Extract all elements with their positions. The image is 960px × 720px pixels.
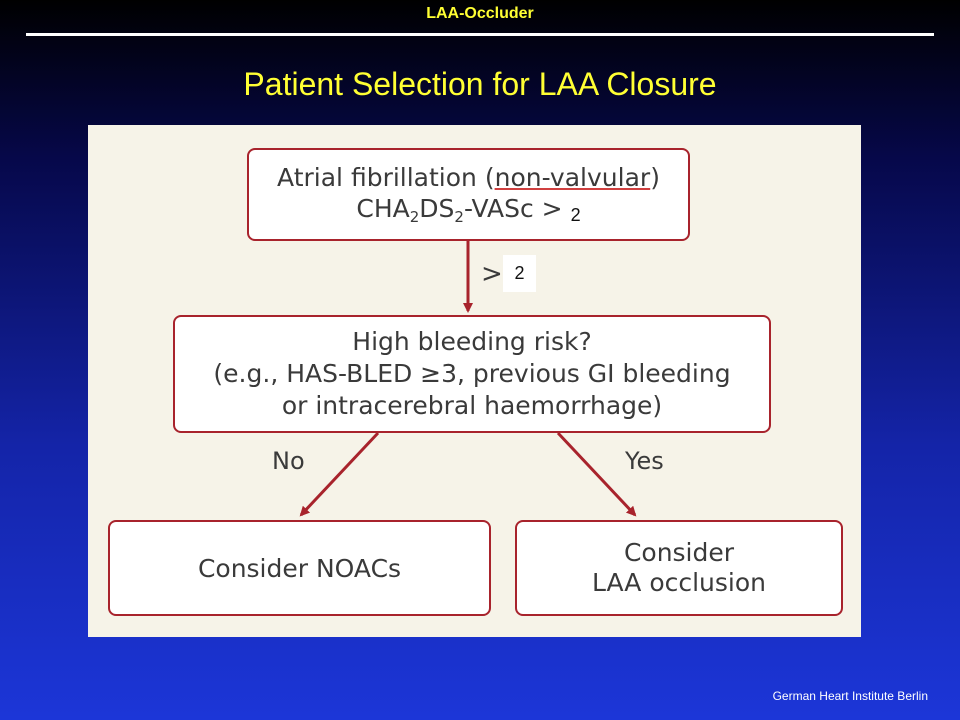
cha2ds2-vasc-line: CHA2DS2-VASc >2	[356, 194, 581, 226]
consider-noacs-box: Consider NOACs	[108, 520, 491, 616]
flow-arrows	[299, 241, 637, 517]
slide-header: LAA-Occluder	[426, 5, 534, 22]
slide-title: Patient Selection for LAA Closure	[243, 66, 717, 102]
afib-line1: Atrial fibrillation (non-valvular)	[277, 163, 660, 192]
branch-yes-label: Yes	[625, 447, 664, 475]
arrow-yes-branch	[556, 431, 637, 517]
consider-laa-occlusion-box: Consider LAA occlusion	[515, 520, 843, 616]
afib-box: Atrial fibrillation (non-valvular) CHA2D…	[247, 148, 690, 241]
arrow-condition-value: 2	[503, 255, 536, 292]
branch-no-label: No	[272, 447, 305, 475]
arrow-no-branch	[299, 431, 380, 517]
non-valvular-text: non-valvular	[494, 163, 651, 192]
flowchart-panel: Atrial fibrillation (non-valvular) CHA2D…	[88, 125, 861, 637]
bleeding-risk-box: High bleeding risk? (e.g., HAS-BLED ≥3, …	[173, 315, 771, 433]
arrow-condition-symbol: >	[481, 259, 503, 289]
header-divider	[26, 33, 934, 36]
footer-institution: German Heart Institute Berlin	[772, 689, 928, 703]
score-threshold: 2	[570, 205, 581, 225]
